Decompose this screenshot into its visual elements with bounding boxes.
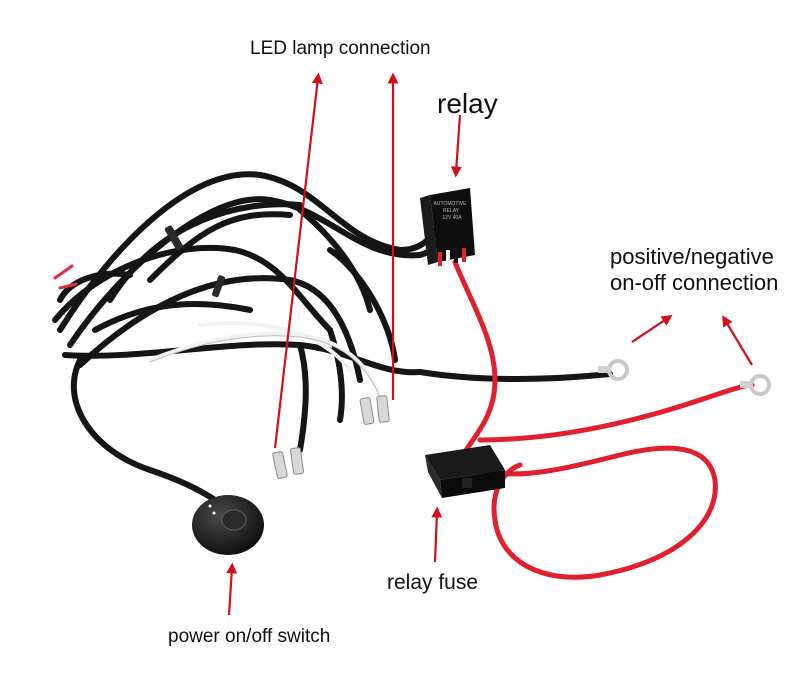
led-lamp-connection-label: LED lamp connection	[250, 38, 431, 59]
annotation-arrows	[226, 72, 753, 616]
toggle-switch-icon	[192, 495, 264, 555]
relay-fuse-label: relay fuse	[387, 571, 479, 594]
arrow-icon	[226, 562, 238, 616]
relay-marking-line2: RELAY	[443, 208, 460, 214]
fuse-holder-icon	[425, 445, 505, 498]
switch-lead-wire	[70, 357, 218, 503]
cable-tie	[211, 275, 225, 298]
arrow-icon	[631, 314, 673, 343]
relay-label: relay	[437, 88, 498, 119]
red-wires	[452, 259, 755, 580]
positive-negative-label-line1: positive/negative	[610, 244, 774, 269]
positive-negative-label-line2: on-off connection	[610, 270, 779, 296]
relay-marking-line1: AUTOMOTIVE	[434, 201, 468, 207]
white-wires	[148, 321, 382, 397]
black-wire-bundle	[52, 171, 613, 453]
arrow-icon	[273, 72, 323, 449]
relay-marking-line3: 12V 40A	[442, 215, 462, 221]
relay-icon: AUTOMOTIVE RELAY 12V 40A	[420, 188, 475, 266]
spade-terminal-icon	[272, 395, 390, 479]
power-switch-label: power on/off switch	[168, 626, 331, 647]
positive-negative-connection-label: positive/negative on-off connection	[610, 244, 778, 297]
cable-tie	[164, 225, 184, 251]
arrow-icon	[450, 114, 462, 178]
arrow-icon	[431, 506, 443, 563]
arrow-icon	[722, 315, 753, 366]
ring-terminal-icon	[598, 359, 771, 396]
